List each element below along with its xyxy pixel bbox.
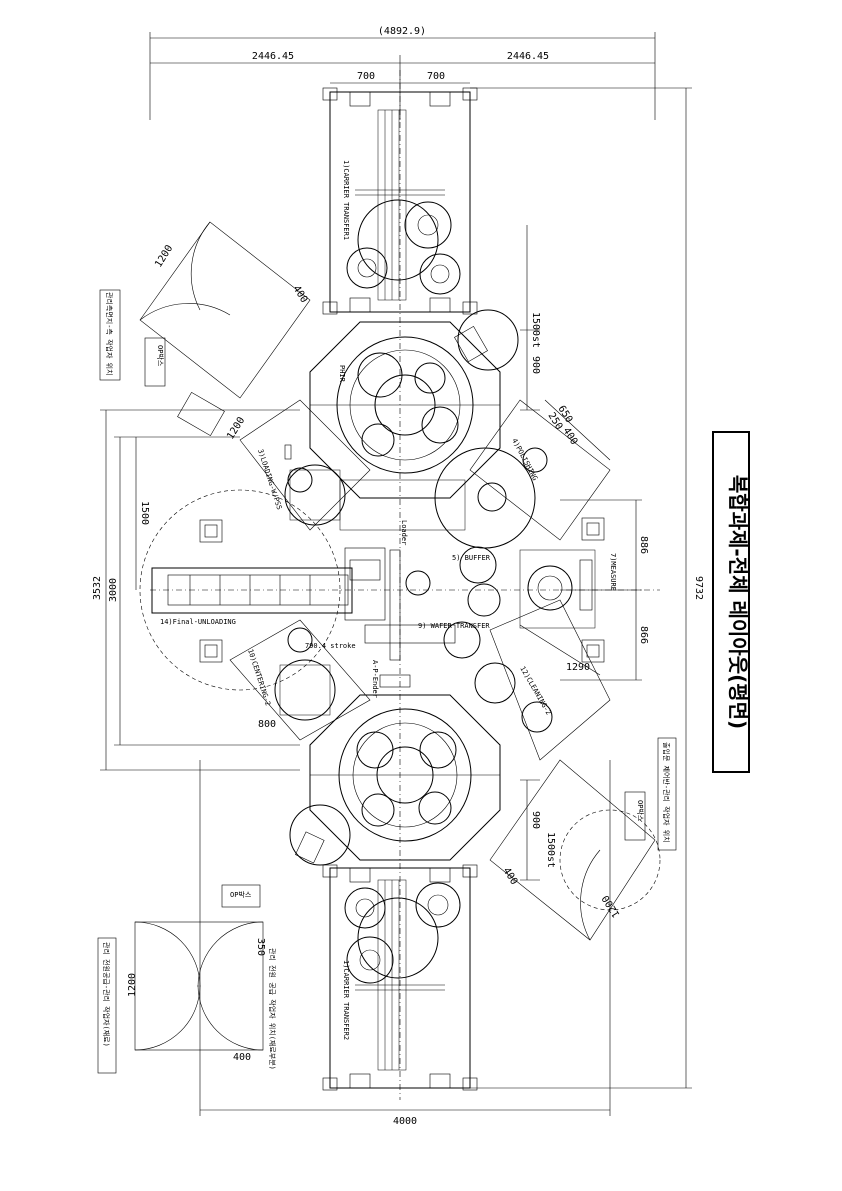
half-left-label: 2446.45 [252, 51, 294, 62]
left-top-note: 관리측면지-측 작업자 위치 [105, 292, 114, 375]
d400-top-left-label: 400 [290, 284, 309, 305]
opbox-right-label: OP박스 [636, 800, 645, 822]
measure-module: 7)MEASURE [519, 549, 617, 629]
top-stroke-dims: 1500st 900 [454, 225, 541, 411]
stroke-1500-bottom-label: 1500st [545, 832, 556, 868]
buffer-label: 5) BUFFER [452, 554, 491, 562]
loading-label: 3)LOADING-W/PSS [256, 448, 283, 511]
polishing-module: 4)POLISHING 650 400 250 [434, 399, 611, 549]
left-1500-label: 1500 [139, 501, 150, 525]
carrier-transfer-2-label: 1)CARRIER TRANSFER2 [342, 960, 350, 1040]
right-886-label: 886 [638, 536, 649, 554]
polishing-top-tag: PHIR [338, 365, 346, 383]
left-3532-label: 3532 [92, 576, 103, 600]
stroke-900-top-label: 900 [530, 356, 541, 374]
half-right-label: 2446.45 [507, 51, 549, 62]
carrier-transfer-1-label: 1)CARRIER TRANSFER1 [342, 160, 350, 240]
opbox-top-label: OP박스 [156, 345, 165, 367]
bottom-center-note: 관리 전원 공급 작업자 위치(재료부분) [268, 948, 277, 1070]
carrier-transfer-1: 1)CARRIER TRANSFER1 [322, 87, 478, 315]
top-700-right-label: 700 [427, 71, 445, 82]
cleaning-label: 12)CLEANING-2 [518, 665, 552, 716]
opbox-bottom-label: OP박스 [230, 890, 252, 899]
d1200-bottom-right-label: 1200 [600, 893, 622, 919]
d790-label: 790.4 stroke [305, 642, 356, 650]
bottom-stroke-dims: 900 1500st [520, 779, 556, 881]
page-title: 복합과제-전체 레이아웃(평면) [726, 475, 750, 729]
operator-zone-bottom-right: 1200 400 OP박스 출입문 제어반-관리 작업자 위치 [489, 737, 677, 941]
top-700-left-label: 700 [357, 71, 375, 82]
polishing-top: PHIR [309, 321, 501, 499]
overall-dimensions: (4892.9) 2446.45 2446.45 700 700 9732 35… [92, 26, 704, 1127]
left-3000-label: 3000 [108, 578, 119, 602]
overall-width-label: (4892.9) [378, 26, 426, 37]
d1290-label: 1290 [566, 662, 590, 673]
centering-module: 10)CENTERING-2 800 [229, 619, 371, 741]
final-unloading: 14)Final-UNLOADING [151, 567, 353, 626]
operator-zone-bottom-left: OP박스 1200 400 350 관리 전원공급-관리 작업자(재료) 관리 … [97, 884, 277, 1074]
final-unloading-label: 14)Final-UNLOADING [160, 618, 236, 626]
measure-label: 7)MEASURE [609, 553, 617, 591]
title-frame [712, 431, 750, 773]
stroke-1500-top-label: 1500st [530, 312, 541, 348]
d400-bottom-left-label: 400 [233, 1052, 251, 1063]
loading-module: 3)LOADING-W/PSS [239, 399, 371, 531]
title-block: 복합과제-전체 레이아웃(평면) [712, 431, 750, 773]
d1200-top-left-label: 1200 [153, 243, 175, 269]
center-cluster: 5) BUFFER Loader 9) WAFER TRANSFER A-P-E… [305, 479, 501, 698]
center-axes [150, 70, 660, 1100]
polishing-bottom [289, 694, 501, 866]
d400-bottom-right-label: 400 [500, 866, 519, 887]
robot-range [139, 489, 605, 691]
stroke-900-bottom-label: 900 [530, 811, 541, 829]
right-note: 출입문 제어반-관리 작업자 위치 [662, 742, 671, 843]
polishing-label: 4)POLISHING [510, 437, 539, 482]
right-866-label: 866 [638, 626, 649, 644]
d800-label: 800 [258, 719, 276, 730]
d1200-bottom-left-label: 1200 [127, 973, 138, 997]
bottom-4000-label: 4000 [393, 1116, 417, 1127]
d350-label: 350 [255, 938, 266, 956]
loader-label: Loader [400, 520, 408, 545]
centering-label: 10)CENTERING-2 [246, 648, 272, 707]
operator-zone-top-left: 1200 400 OP박스 관리측면지-측 작업자 위치 1200 [99, 221, 311, 442]
overall-height-label: 9732 [693, 576, 704, 600]
wafer-transfer-label: 9) WAFER TRANSFER [418, 622, 490, 630]
ap-ender-label: A-P-Ender [371, 660, 379, 698]
left-bottom-note: 관리 전원공급-관리 작업자(재료) [102, 942, 111, 1047]
carrier-transfer-2: 1)CARRIER TRANSFER2 [322, 864, 478, 1091]
